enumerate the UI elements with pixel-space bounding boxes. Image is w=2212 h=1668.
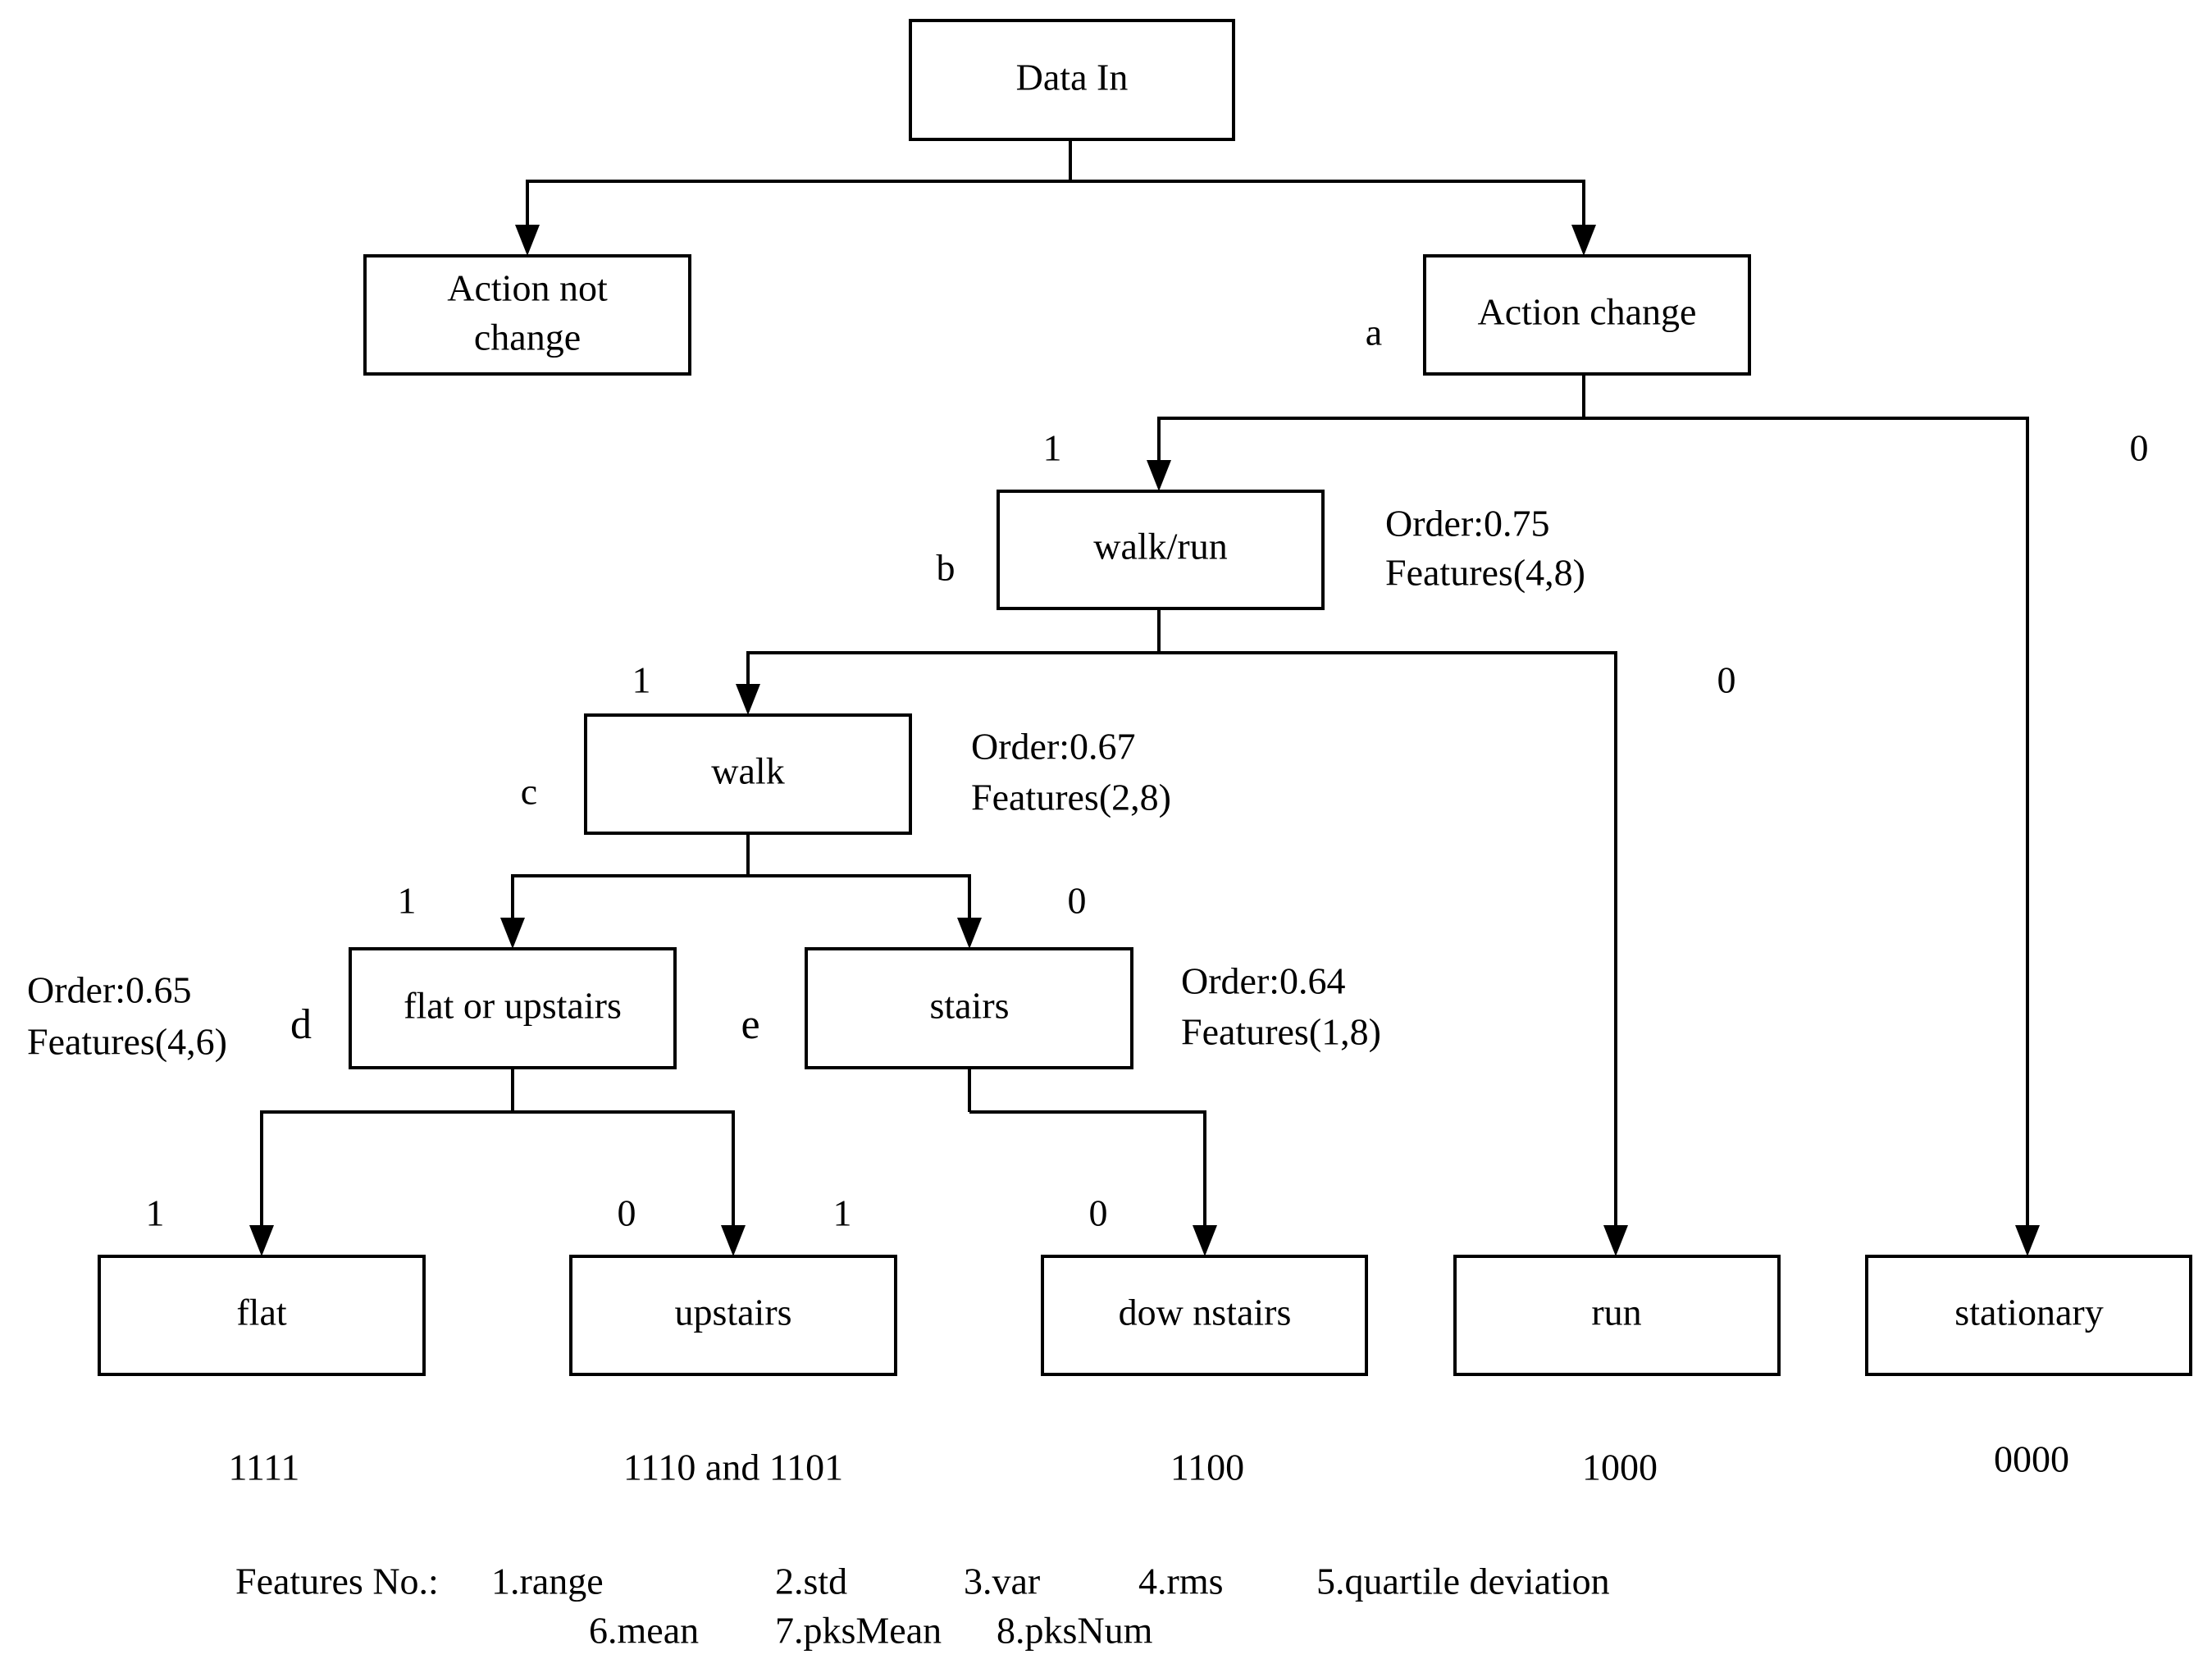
annotation-e-features: Features(1,8) [1181, 1011, 1381, 1053]
node-action-change-label: Action change [1478, 291, 1697, 333]
edge-walk-to-stairs [748, 874, 971, 929]
branch-label-b-1: 1 [632, 659, 651, 701]
node-action-not-change: Action not change [363, 254, 691, 376]
code-upstairs: 1110 and 1101 [623, 1447, 843, 1488]
branch-label-d-0: 0 [618, 1192, 636, 1234]
node-flat-or-upstairs-label: flat or upstairs [404, 985, 622, 1027]
arrowhead [736, 684, 760, 715]
arrowhead [1603, 1225, 1628, 1256]
code-stationary: 0000 [1994, 1438, 2069, 1480]
node-data-in: Data In [909, 19, 1235, 141]
node-letter-e: e [741, 1001, 759, 1048]
node-action-not-change-label-line1: Action not [447, 267, 608, 309]
branch-labels: 1 0 1 0 1 0 1 0 1 0 [146, 427, 2149, 1234]
branch-label-c-0: 0 [1068, 880, 1087, 922]
edge-walkrun-to-run [1159, 651, 1617, 1237]
codes: 1111 1110 and 1101 1100 1000 0000 [229, 1438, 2069, 1488]
annotation-d-order: Order:0.65 [27, 969, 192, 1011]
legend-item-4: 4.rms [1138, 1561, 1224, 1602]
branch-label-c-1: 1 [398, 880, 417, 922]
node-flat: flat [98, 1255, 426, 1376]
node-flat-or-upstairs: flat or upstairs [349, 947, 677, 1069]
node-run-label: run [1591, 1292, 1641, 1333]
node-flat-label: flat [236, 1292, 287, 1333]
node-walk: walk [584, 713, 912, 835]
node-letter-c: c [521, 771, 537, 813]
node-downstairs-label: dow nstairs [1119, 1292, 1292, 1333]
node-action-not-change-label-line2: change [474, 317, 581, 358]
legend-item-8: 8.pksNum [997, 1610, 1153, 1652]
branch-label-a-1: 1 [1043, 427, 1062, 469]
annotation-b-features: Features(4,8) [1385, 552, 1585, 594]
annotation-b-order: Order:0.75 [1385, 503, 1550, 545]
arrowhead [721, 1225, 746, 1256]
legend-item-3: 3.var [964, 1561, 1040, 1602]
arrowhead [515, 225, 540, 256]
edge-stairs-to-downstairs [969, 1110, 1206, 1237]
annotation-c-order: Order:0.67 [971, 726, 1136, 768]
code-run: 1000 [1582, 1447, 1658, 1488]
legend-item-2: 2.std [775, 1561, 847, 1602]
node-stairs: stairs [805, 947, 1133, 1069]
node-upstairs: upstairs [569, 1255, 897, 1376]
edge-datain-to-action-change [1070, 180, 1585, 236]
annotation-d-features: Features(4,6) [27, 1021, 227, 1063]
node-walk-run: walk/run [997, 490, 1325, 610]
arrowhead [1147, 460, 1171, 491]
node-downstairs: dow nstairs [1041, 1255, 1368, 1376]
edge-action-change-to-stationary [1584, 417, 2029, 1237]
code-flat: 1111 [229, 1447, 300, 1488]
legend-item-6: 6.mean [589, 1610, 699, 1652]
branch-label-e-0: 0 [1089, 1192, 1108, 1234]
edge-walkrun-to-walk [746, 651, 1159, 695]
edge-datain-to-action-not-change [526, 180, 1070, 236]
edge-walk-to-flat-or-upstairs [511, 874, 748, 929]
arrowhead [1193, 1225, 1217, 1256]
node-run: run [1453, 1255, 1781, 1376]
branch-label-d-1: 1 [146, 1192, 165, 1234]
arrowhead [1571, 225, 1596, 256]
node-walk-label: walk [711, 750, 784, 792]
node-letter-d: d [290, 1001, 312, 1048]
arrowhead [249, 1225, 274, 1256]
node-stationary-label: stationary [1954, 1292, 2103, 1333]
node-upstairs-label: upstairs [674, 1292, 791, 1333]
branch-label-a-0: 0 [2130, 427, 2149, 469]
node-stationary: stationary [1865, 1255, 2192, 1376]
node-stairs-label: stairs [929, 985, 1009, 1027]
code-downstairs: 1100 [1170, 1447, 1244, 1488]
legend-prefix: Features No.: [235, 1561, 439, 1602]
annotation-c-features: Features(2,8) [971, 777, 1171, 818]
edge-action-change-to-walkrun [1157, 417, 1584, 472]
node-action-change: Action change [1423, 254, 1751, 376]
branch-label-e-1: 1 [833, 1192, 852, 1234]
arrowhead [957, 918, 982, 949]
node-letter-a: a [1366, 312, 1382, 353]
features-legend: Features No.: 1.range 2.std 3.var 4.rms … [235, 1561, 1610, 1652]
arrowhead [500, 918, 525, 949]
legend-item-5: 5.quartile deviation [1316, 1561, 1610, 1602]
edge-flat-or-upstairs-to-upstairs [513, 1110, 735, 1237]
branch-label-b-0: 0 [1717, 659, 1736, 701]
legend-item-1: 1.range [491, 1561, 604, 1602]
edges [260, 139, 2029, 1237]
node-data-in-label: Data In [1016, 57, 1129, 98]
arrowhead [2015, 1225, 2040, 1256]
edge-flat-or-upstairs-to-flat [260, 1110, 513, 1237]
annotations: Order:0.75 Features(4,8) Order:0.67 Feat… [27, 503, 1585, 1063]
annotation-e-order: Order:0.64 [1181, 960, 1346, 1002]
node-letters: a b c d e [290, 312, 1382, 1048]
node-walk-run-label: walk/run [1093, 526, 1228, 567]
node-letter-b: b [937, 547, 955, 589]
arrowheads [249, 225, 2040, 1256]
legend-item-7: 7.pksMean [775, 1610, 942, 1652]
